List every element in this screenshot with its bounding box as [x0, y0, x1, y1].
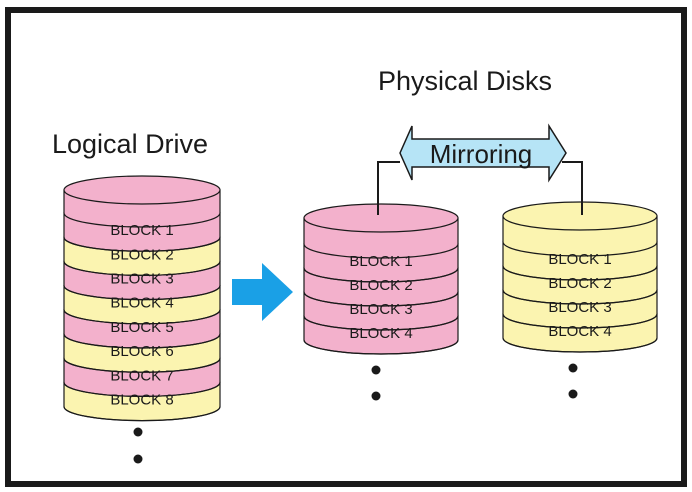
- block-label: BLOCK 1: [349, 253, 412, 270]
- logical-continuation-dots: [133, 427, 143, 464]
- right-arrow-icon: [232, 263, 293, 321]
- block-label: BLOCK 1: [110, 222, 173, 239]
- band-separator: [303, 339, 459, 355]
- block-label: BLOCK 4: [349, 325, 412, 342]
- band-separator: [63, 285, 221, 301]
- double-arrow-icon: [399, 123, 567, 183]
- ellipsis-dot: [371, 391, 381, 401]
- cylinder-top: [502, 201, 658, 231]
- mirroring-connector-right: [562, 161, 583, 215]
- ellipsis-dot: [133, 427, 143, 437]
- ellipsis-dot: [371, 365, 381, 375]
- band-separator: [303, 267, 459, 283]
- band-separator: [63, 261, 221, 276]
- band-separator: [63, 406, 221, 422]
- block-label: BLOCK 2: [349, 277, 412, 294]
- block-label: BLOCK 7: [110, 367, 173, 384]
- block-label: BLOCK 1: [548, 251, 611, 268]
- band-separator: [303, 291, 459, 307]
- band-separator: [63, 358, 221, 373]
- band-separator: [502, 265, 658, 281]
- ellipsis-dot: [568, 363, 578, 373]
- physical-disk-1: BLOCK 1 BLOCK 2 BLOCK 3 BLOCK 4: [303, 203, 459, 355]
- disk2-continuation-dots: [568, 363, 578, 399]
- disk1-continuation-dots: [371, 365, 381, 401]
- block-label: BLOCK 4: [548, 323, 611, 340]
- block-label: BLOCK 3: [349, 301, 412, 318]
- cylinder-top: [63, 175, 221, 205]
- band-separator: [502, 289, 658, 305]
- band-separator: [63, 333, 221, 349]
- cylinder-top: [303, 203, 459, 233]
- band-separator: [63, 309, 221, 325]
- mirroring-connector-left: [377, 161, 400, 215]
- logical-drive-title: Logical Drive: [52, 129, 208, 159]
- physical-disks-title: Physical Disks: [378, 66, 552, 96]
- block-label: BLOCK 4: [110, 295, 173, 312]
- ellipsis-dot: [568, 389, 578, 399]
- block-label: BLOCK 8: [110, 392, 173, 409]
- mirroring-label: Mirroring: [430, 139, 533, 169]
- physical-disk-2: BLOCK 1 BLOCK 2 BLOCK 3 BLOCK 4: [502, 201, 658, 353]
- block-label: BLOCK 2: [548, 275, 611, 292]
- band-separator: [63, 382, 221, 397]
- band-separator: [502, 337, 658, 353]
- logical-drive-cylinder: BLOCK 1 BLOCK 2 BLOCK 3 BLOCK 4 BLOCK 5 BLOCK…: [63, 175, 221, 422]
- band-separator: [63, 237, 221, 252]
- mirroring-link: Mirroring: [377, 123, 583, 215]
- ellipsis-dot: [133, 454, 143, 464]
- band-separator: [502, 313, 658, 329]
- band-separator: [303, 315, 459, 331]
- block-label: BLOCK 6: [110, 343, 173, 360]
- block-label: BLOCK 2: [110, 246, 173, 263]
- block-label: BLOCK 3: [110, 271, 173, 288]
- block-label: BLOCK 5: [110, 319, 173, 336]
- block-label: BLOCK 3: [548, 299, 611, 316]
